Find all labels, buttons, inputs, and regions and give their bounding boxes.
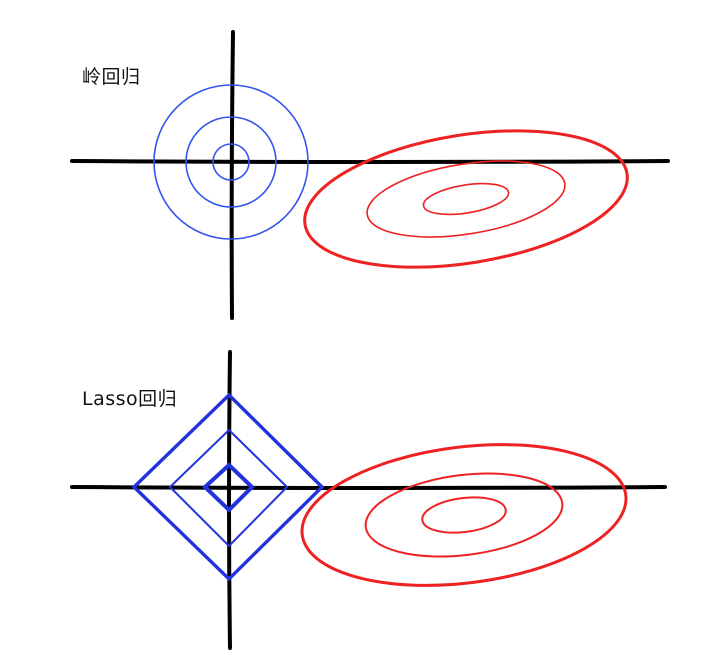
ridge-diagram [70, 30, 670, 320]
lasso-ellipse-inner [421, 496, 507, 534]
ridge-ellipse-middle [366, 160, 566, 238]
lasso-diagram [70, 350, 667, 650]
ridge-ellipse-outer [303, 129, 629, 269]
lasso-panel: Lasso回归 [0, 330, 705, 660]
lasso-y-axis [227, 350, 232, 650]
ridge-circle-middle [185, 116, 277, 208]
ridge-label: 岭回归 [82, 66, 141, 88]
lasso-diamond-middle [168, 428, 289, 548]
lasso-constraint-diamonds [131, 392, 325, 582]
lasso-axes [70, 350, 667, 650]
ridge-loss-ellipses [303, 129, 629, 269]
lasso-diamond-outer [131, 392, 325, 582]
lasso-x-axis [70, 485, 667, 490]
ridge-ellipse-inner [422, 182, 510, 216]
lasso-ellipse-middle [364, 472, 564, 558]
ridge-circle-inner [212, 143, 250, 181]
ridge-x-axis [70, 159, 670, 164]
lasso-loss-ellipses [300, 443, 628, 587]
ridge-circle-outer [153, 84, 309, 240]
ridge-constraint-circles [153, 84, 309, 240]
ridge-axes [70, 30, 670, 320]
ridge-panel: 岭回归 [70, 30, 670, 320]
ridge-y-axis [229, 30, 235, 320]
lasso-diamond-inner [202, 462, 255, 513]
lasso-ellipse-outer [300, 443, 628, 587]
lasso-label: Lasso回归 [82, 388, 178, 410]
